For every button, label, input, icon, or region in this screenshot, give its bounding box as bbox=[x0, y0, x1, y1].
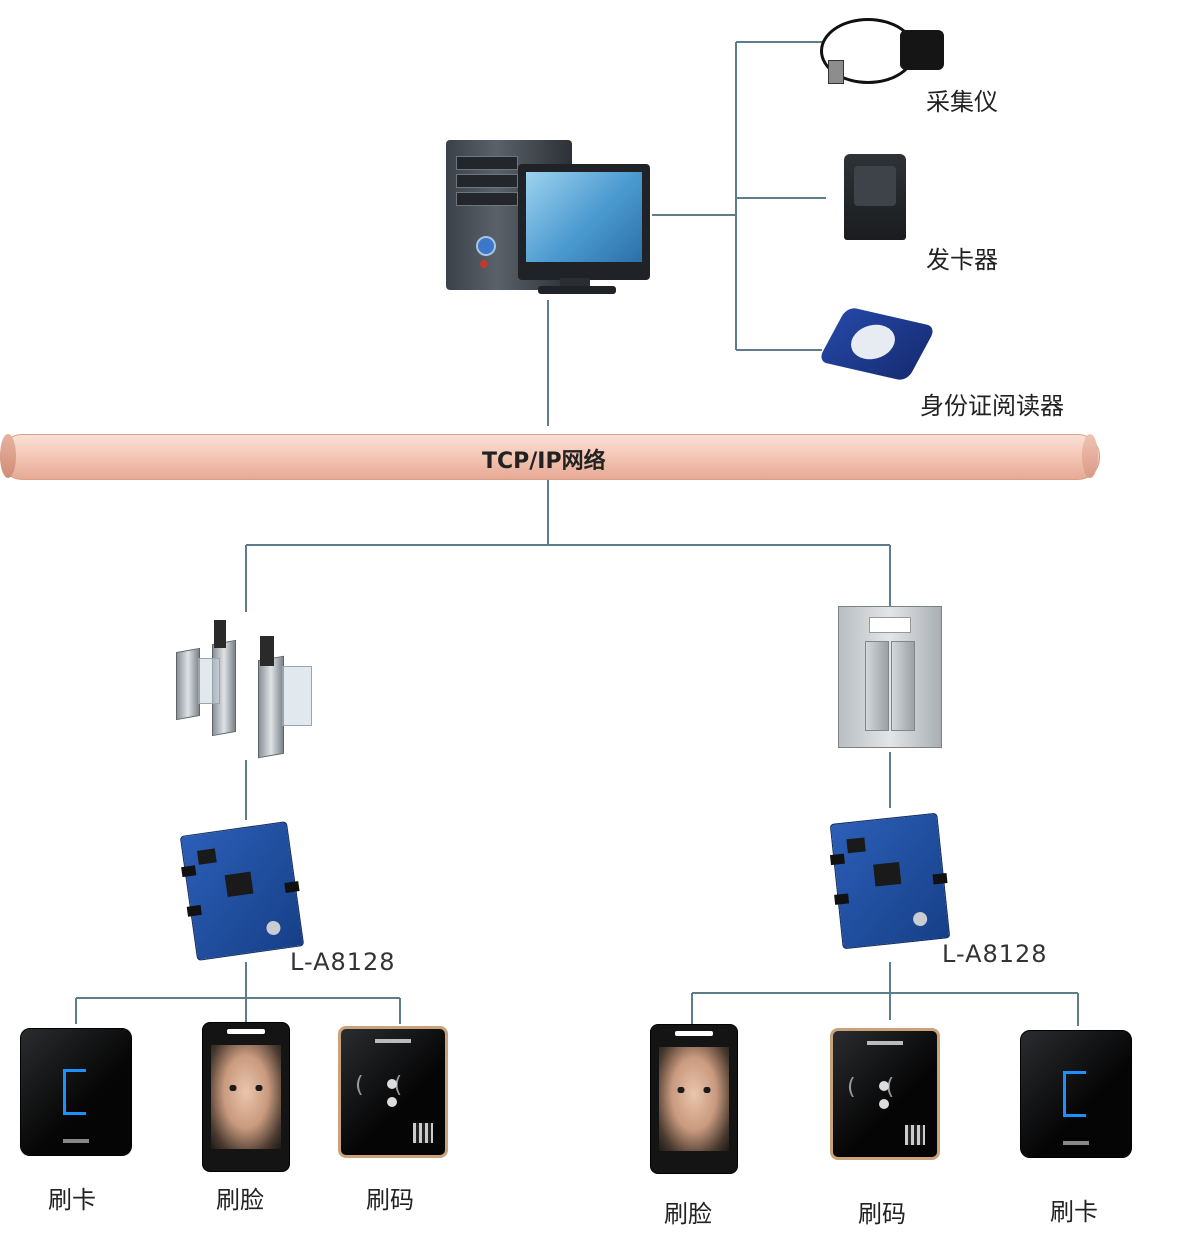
peripheral-label-issuer: 发卡器 bbox=[926, 246, 998, 274]
controller-board-icon bbox=[179, 821, 305, 961]
network-label: TCP/IP网络 bbox=[482, 449, 606, 474]
terminal-label: 刷卡 bbox=[1050, 1198, 1098, 1226]
terminal-label: 刷码 bbox=[366, 1186, 414, 1214]
turnstile-gate-icon bbox=[168, 612, 320, 759]
qr-reader-icon: (( bbox=[830, 1028, 940, 1160]
elevator-icon bbox=[838, 606, 942, 748]
card-reader-icon bbox=[20, 1028, 132, 1156]
terminal-label: 刷码 bbox=[858, 1200, 906, 1228]
terminal-label: 刷脸 bbox=[216, 1186, 264, 1214]
usb-camera-icon bbox=[900, 30, 944, 70]
card-issuer-icon bbox=[844, 154, 906, 240]
card-reader-icon bbox=[1020, 1030, 1132, 1158]
qr-reader-icon: (( bbox=[338, 1026, 448, 1158]
controller-model-left: L-A8128 bbox=[290, 948, 396, 976]
controller-board-icon bbox=[829, 812, 951, 950]
terminal-label: 刷卡 bbox=[48, 1186, 96, 1214]
controller-model-right: L-A8128 bbox=[942, 940, 1048, 968]
peripheral-label-id-reader: 身份证阅读器 bbox=[920, 392, 1064, 420]
face-terminal-icon bbox=[650, 1024, 738, 1174]
network-bus bbox=[0, 434, 1100, 480]
monitor-icon bbox=[518, 164, 650, 280]
terminal-label: 刷脸 bbox=[664, 1200, 712, 1228]
face-terminal-icon bbox=[202, 1022, 290, 1172]
peripheral-label-capture: 采集仪 bbox=[926, 88, 998, 116]
